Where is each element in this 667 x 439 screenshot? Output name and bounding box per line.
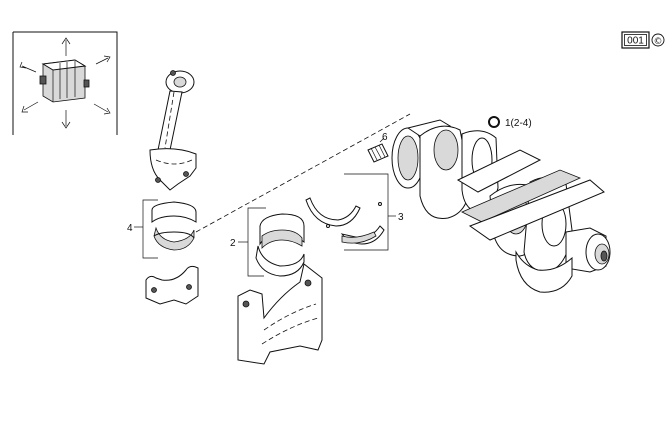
ref-code-box: 001 bbox=[621, 31, 650, 49]
callout-4-label: 4 bbox=[127, 223, 133, 234]
copyright-mark: © bbox=[651, 33, 665, 47]
main-bearing-shells bbox=[255, 213, 305, 277]
copyright-text: © bbox=[654, 37, 663, 47]
dowel-pin bbox=[367, 143, 389, 163]
ref-code-text: 001 bbox=[627, 36, 644, 47]
engine-block-direction-arrows-icon bbox=[12, 31, 118, 135]
callout-6-label: 6 bbox=[382, 132, 388, 143]
callout-part-2: 2 bbox=[230, 207, 266, 277]
callout-3-label: 3 bbox=[398, 212, 404, 223]
callout-part-4: 4 bbox=[127, 199, 158, 259]
callout-part-3: 3 bbox=[344, 173, 404, 251]
ring-icon bbox=[488, 116, 500, 128]
callout-1-label: 1(2-4) bbox=[505, 118, 532, 129]
crankshaft bbox=[391, 119, 611, 293]
connecting-rod bbox=[149, 70, 197, 191]
callout-part-6: 6 bbox=[379, 132, 388, 143]
callout-2-label: 2 bbox=[230, 238, 236, 249]
main-bearing-cap bbox=[237, 263, 323, 365]
alignment-line bbox=[195, 113, 411, 233]
connecting-rod-cap bbox=[145, 265, 199, 305]
con-rod-bearing-shells bbox=[151, 201, 197, 251]
thrust-washers bbox=[305, 197, 385, 245]
